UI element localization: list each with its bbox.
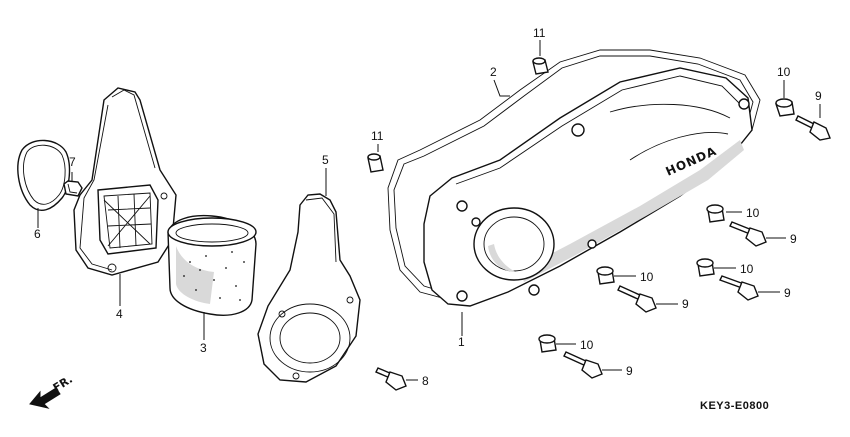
o-ring-part-6	[17, 139, 71, 212]
callout-10-mid-1: 10	[746, 206, 760, 220]
front-direction-indicator: FR.	[29, 373, 75, 409]
callout-11-upper: 11	[533, 26, 546, 40]
bolt-upper-right	[795, 115, 831, 141]
callout-6: 6	[34, 227, 41, 241]
callout-10-lower: 10	[580, 338, 594, 352]
crankcase-cover-part-1: HONDA	[423, 67, 753, 307]
filter-element-part-3	[167, 214, 257, 316]
fan-cover-part-5	[257, 193, 361, 383]
bolt-lower	[563, 351, 603, 379]
callout-9-mid-3: 9	[784, 286, 791, 300]
callout-3: 3	[200, 341, 207, 355]
grommet-part-7	[63, 180, 83, 197]
callout-8: 8	[422, 374, 429, 388]
dowel-pin-upper	[532, 57, 549, 75]
grommet-upper-right	[775, 98, 795, 117]
diagram-code: KEY3-E0800	[700, 400, 769, 412]
callout-9-mid-1: 9	[790, 232, 797, 246]
grommet-mid-1	[706, 204, 725, 223]
callout-4: 4	[116, 307, 123, 321]
grommet-mid-3	[696, 258, 715, 277]
callout-2: 2	[490, 65, 497, 79]
callout-9-mid-2: 9	[682, 297, 689, 311]
dowel-pin-left	[367, 153, 384, 173]
callouts: 1 2 3 4 5 6 7 8 9 9 9 9 9 10 10 10 10 10…	[34, 26, 822, 388]
callout-7: 7	[69, 155, 76, 169]
callout-11-left: 11	[371, 129, 384, 143]
bolt-mid-1	[729, 221, 767, 247]
bolt-mid-2	[617, 285, 657, 313]
bolt-part-8	[375, 367, 407, 391]
leader-lines	[37, 40, 821, 381]
grommet-mid-2	[596, 266, 615, 285]
callout-1: 1	[458, 335, 465, 349]
foam-texture	[183, 251, 245, 301]
bolt-mid-3	[719, 275, 759, 301]
callout-10-upper-right: 10	[777, 65, 791, 79]
callout-9-upper-right: 9	[815, 89, 822, 103]
case-part-4	[73, 87, 177, 276]
grommet-lower	[538, 334, 557, 353]
callout-10-mid-3: 10	[740, 262, 754, 276]
callout-9-lower: 9	[626, 364, 633, 378]
callout-10-mid-2: 10	[640, 270, 654, 284]
arrow-icon	[29, 387, 61, 409]
callout-5: 5	[322, 153, 329, 167]
